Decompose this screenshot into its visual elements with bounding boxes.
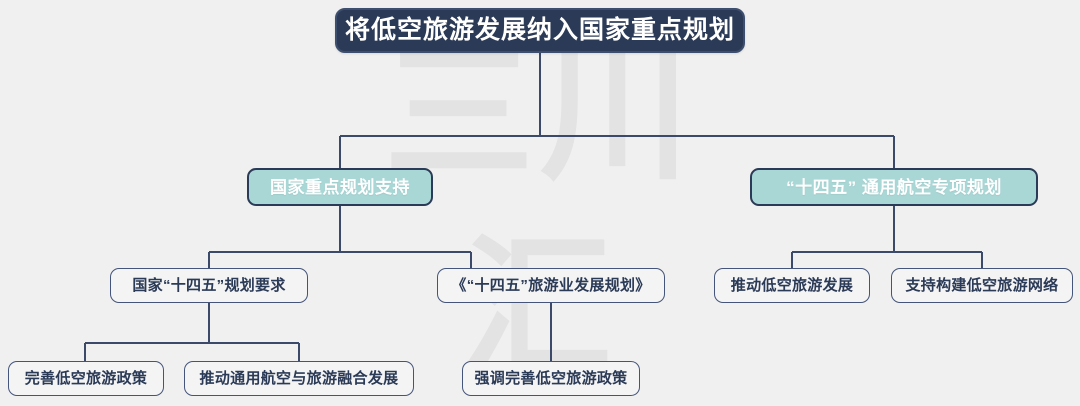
node-l4-emphasize-policy[interactable]: 强调完善低空旅游政策 <box>462 361 640 396</box>
node-root[interactable]: 将低空旅游发展纳入国家重点规划 <box>335 8 745 53</box>
node-l4-integrate-ga-tourism[interactable]: 推动通用航空与旅游融合发展 <box>184 361 414 396</box>
node-l2-national-plan[interactable]: 国家重点规划支持 <box>247 168 433 206</box>
node-l4-integrate-ga-tourism-label: 推动通用航空与旅游融合发展 <box>199 370 399 387</box>
watermark-text-bottom: 汇 <box>461 219 618 395</box>
node-l2-145-ga-plan-label: “十四五” 通用航空专项规划 <box>786 177 1002 197</box>
node-l4-emphasize-policy-label: 强调完善低空旅游政策 <box>474 370 628 387</box>
node-l3-promote-lowalt-tourism-label: 推动低空旅游发展 <box>730 277 854 294</box>
node-root-label: 将低空旅游发展纳入国家重点规划 <box>344 16 735 44</box>
node-l3-support-network-label: 支持构建低空旅游网络 <box>905 277 1059 294</box>
node-l3-145-tourism-plan-label: 《“十四五”旅游业发展规划》 <box>451 277 651 294</box>
node-l3-145-tourism-plan[interactable]: 《“十四五”旅游业发展规划》 <box>437 268 665 303</box>
node-l3-support-network[interactable]: 支持构建低空旅游网络 <box>891 268 1073 303</box>
node-l4-improve-policy-label: 完善低空旅游政策 <box>24 370 148 387</box>
node-l4-improve-policy[interactable]: 完善低空旅游政策 <box>8 361 164 396</box>
watermark-text-top: 三川 <box>383 25 696 201</box>
node-l3-145-requirement[interactable]: 国家“十四五”规划要求 <box>110 268 308 303</box>
node-l2-national-plan-label: 国家重点规划支持 <box>270 177 410 197</box>
node-l2-145-ga-plan[interactable]: “十四五” 通用航空专项规划 <box>750 168 1038 206</box>
node-l3-promote-lowalt-tourism[interactable]: 推动低空旅游发展 <box>714 268 870 303</box>
node-l3-145-requirement-label: 国家“十四五”规划要求 <box>132 277 286 294</box>
